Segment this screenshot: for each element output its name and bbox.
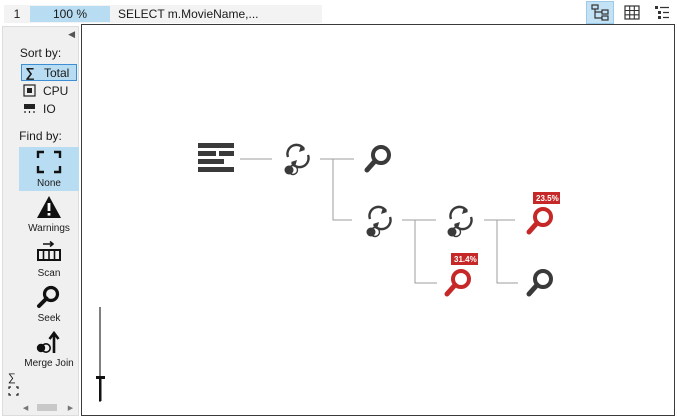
find-option-label: Warnings bbox=[28, 223, 70, 234]
sort-option-label: IO bbox=[43, 101, 56, 116]
scrollbar-thumb[interactable] bbox=[37, 404, 57, 411]
find-option-label: Seek bbox=[37, 313, 61, 324]
find-none-button[interactable]: None bbox=[19, 147, 79, 191]
cost-badge: 23.5% bbox=[533, 192, 560, 204]
nested-loops-icon[interactable] bbox=[366, 205, 392, 238]
plan-connectors bbox=[240, 158, 518, 284]
seek-operator-icon[interactable] bbox=[526, 207, 553, 235]
grid-icon bbox=[624, 5, 640, 20]
find-option-label: Scan bbox=[37, 268, 61, 279]
plan-diagram: 31.4% 23.5% bbox=[198, 143, 560, 297]
find-scan-button[interactable]: Scan bbox=[19, 237, 79, 281]
grid-view-button[interactable] bbox=[618, 1, 646, 24]
cost-badge-label: 31.4% bbox=[454, 255, 477, 264]
plan-tree-view-button[interactable] bbox=[586, 1, 614, 24]
find-warnings-button[interactable]: Warnings bbox=[19, 192, 79, 236]
find-seek-button[interactable]: Seek bbox=[19, 282, 79, 326]
warning-icon bbox=[36, 193, 62, 221]
scan-icon bbox=[36, 238, 62, 266]
find-merge-join-button[interactable]: Merge Join bbox=[19, 327, 79, 371]
sort-option-label: Total bbox=[44, 65, 70, 80]
statement-row[interactable]: 1 100 % SELECT m.MovieName,... bbox=[4, 5, 322, 23]
sort-option-total[interactable]: ∑ Total bbox=[21, 64, 77, 81]
panel-horizontal-scrollbar[interactable]: ◀ ▶ bbox=[22, 403, 74, 412]
cost-badge-label: 23.5% bbox=[536, 194, 559, 203]
nested-loops-icon[interactable] bbox=[284, 143, 310, 176]
sort-option-cpu[interactable]: CPU bbox=[21, 82, 77, 99]
seek-operator-icon[interactable] bbox=[364, 145, 391, 173]
sort-by-label: Sort by: bbox=[19, 46, 62, 60]
execution-plan-canvas[interactable]: 31.4% 23.5% bbox=[81, 24, 675, 416]
merge-join-icon bbox=[35, 328, 63, 356]
cpu-icon bbox=[21, 84, 37, 97]
scroll-right-arrow-icon[interactable]: ▶ bbox=[67, 404, 74, 412]
select-operator-icon[interactable] bbox=[198, 143, 234, 172]
statement-sql-text: SELECT m.MovieName,... bbox=[118, 7, 259, 21]
seek-operator-icon[interactable] bbox=[444, 269, 471, 297]
top-bar: 1 100 % SELECT m.MovieName,... bbox=[0, 0, 677, 26]
plan-tree-icon bbox=[591, 4, 609, 21]
scroll-left-arrow-icon[interactable]: ◀ bbox=[22, 404, 29, 412]
list-view-button[interactable] bbox=[648, 1, 676, 24]
sort-option-label: CPU bbox=[43, 83, 69, 98]
seek-icon bbox=[36, 283, 62, 311]
io-icon bbox=[21, 103, 37, 114]
sum-small-icon: ∑ bbox=[8, 372, 16, 384]
find-option-label: Merge Join bbox=[24, 358, 74, 369]
find-option-label: None bbox=[37, 178, 61, 189]
seek-operator-icon[interactable] bbox=[526, 269, 553, 297]
zoom-slider[interactable] bbox=[96, 307, 106, 402]
sort-option-io[interactable]: IO bbox=[21, 100, 77, 117]
collapse-panel-icon[interactable]: ◀ bbox=[68, 29, 75, 39]
statement-number: 1 bbox=[13, 7, 21, 21]
left-panel: ◀ Sort by: ∑ Total CPU IO Find by: None bbox=[2, 26, 79, 416]
tree-list-icon bbox=[655, 6, 669, 19]
cost-badge: 31.4% bbox=[451, 253, 478, 265]
brackets-small-icon bbox=[8, 386, 19, 399]
statement-cost-bar: 100 % bbox=[30, 6, 110, 22]
find-by-label: Find by: bbox=[19, 129, 62, 143]
none-brackets-icon bbox=[36, 148, 62, 176]
nested-loops-icon[interactable] bbox=[447, 205, 473, 238]
sum-icon: ∑ bbox=[25, 65, 35, 80]
